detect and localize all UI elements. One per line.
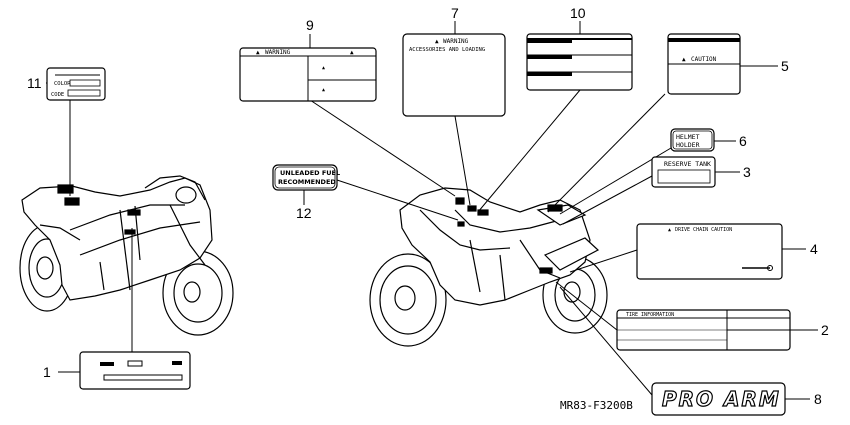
label-5-caution: ▲ CAUTION — [667, 33, 741, 95]
left-motorcycle — [19, 175, 234, 336]
accessories-text: ACCESSORIES AND LOADING — [409, 47, 485, 53]
pro-arm-logo: PRO ARM — [662, 387, 781, 411]
label-7-warning: ▲ WARNING ACCESSORIES AND LOADING — [402, 33, 506, 117]
label-2-tire-information: TIRE INFORMATION — [616, 309, 791, 351]
right-motorcycle — [369, 187, 608, 347]
callout-6: 6 — [739, 133, 747, 149]
holder-text: HOLDER — [676, 141, 700, 149]
callout-4: 4 — [810, 241, 818, 257]
tire-info-text: TIRE INFORMATION — [626, 312, 674, 318]
caution-5-text: CAUTION — [691, 56, 717, 63]
svg-text:▲: ▲ — [668, 227, 671, 233]
label-4-drive-chain: ▲ DRIVE CHAIN CAUTION — [636, 223, 783, 280]
code-text: CODE — [51, 92, 64, 98]
svg-text:▲: ▲ — [350, 49, 354, 56]
label-10 — [526, 33, 633, 91]
svg-text:▲: ▲ — [435, 38, 439, 45]
callout-3: 3 — [743, 164, 751, 180]
label-11-color-code: COLOR CODE — [46, 67, 106, 101]
warning-9-text: WARNING — [265, 49, 291, 56]
leader-lines — [46, 21, 818, 400]
label-8-pro-arm: PRO ARM — [651, 382, 786, 416]
helmet-text: HELMET — [676, 133, 700, 141]
color-text: COLOR — [54, 81, 71, 87]
unleaded-fuel-text: UNLEADED FUEL — [280, 169, 340, 177]
label-9-warning: ▲ WARNING ▲ ▲ ▲ — [239, 47, 377, 102]
label-12-unleaded-fuel: UNLEADED FUEL RECOMMENDED — [272, 164, 340, 191]
recommended-text: RECOMMENDED — [278, 178, 336, 186]
svg-text:▲: ▲ — [682, 56, 686, 63]
label-1 — [79, 351, 191, 390]
label-6-helmet-holder: HELMET HOLDER — [670, 128, 715, 152]
svg-text:▲: ▲ — [322, 65, 325, 71]
warning-7-text: WARNING — [443, 38, 469, 45]
svg-text:▲: ▲ — [322, 87, 325, 93]
reserve-tank-text: RESERVE TANK — [664, 160, 711, 168]
callout-11: 11 — [27, 75, 42, 91]
callout-9: 9 — [306, 17, 314, 33]
callout-1: 1 — [43, 364, 51, 380]
svg-text:▲: ▲ — [256, 49, 260, 56]
callout-numbers: 1 2 3 4 5 6 7 8 9 10 11 12 — [27, 5, 829, 407]
label-3-reserve-tank: RESERVE TANK — [651, 156, 716, 188]
callout-2: 2 — [821, 322, 829, 338]
diagram-code: MR83-F3200B — [560, 399, 633, 412]
callout-8: 8 — [814, 391, 822, 407]
callout-7: 7 — [451, 5, 459, 21]
callout-5: 5 — [781, 58, 789, 74]
drive-chain-text: DRIVE CHAIN CAUTION — [675, 227, 732, 233]
callout-10: 10 — [570, 5, 586, 21]
callout-12: 12 — [296, 205, 312, 221]
